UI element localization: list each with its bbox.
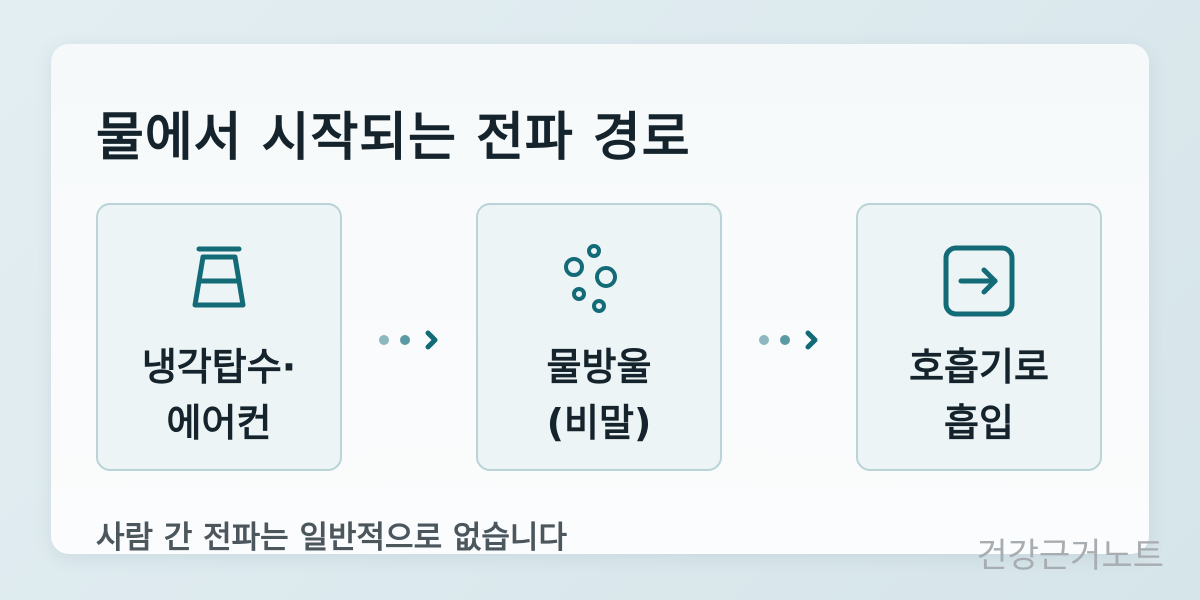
step-label-line2: 흡입 — [944, 401, 1014, 445]
cooling-tower-icon — [192, 246, 246, 308]
footnote: 사람 간 전파는 일반적으로 없습니다 — [96, 520, 567, 556]
step-label: 물방울 (비말) — [478, 339, 720, 451]
step-cooling-tower: 냉각탑수· 에어컨 — [96, 203, 342, 471]
step-label-line1: 호흡기로 — [909, 345, 1049, 389]
step-inhalation: 호흡기로 흡입 — [856, 203, 1102, 471]
step-label: 호흡기로 흡입 — [858, 339, 1100, 451]
step-label-line1: 냉각탑수· — [141, 345, 297, 389]
dots-arrow-icon — [379, 330, 438, 350]
dots-arrow-icon — [759, 330, 818, 350]
watermark: 건강근거노트 — [976, 536, 1164, 576]
arrow-in-box-icon — [943, 245, 1015, 317]
step-label-line2: (비말) — [546, 401, 652, 445]
step-droplets: 물방울 (비말) — [476, 203, 722, 471]
droplets-icon — [564, 244, 617, 313]
page-title: 물에서 시작되는 전파 경로 — [96, 108, 691, 168]
step-label: 냉각탑수· 에어컨 — [98, 339, 340, 451]
step-label-line2: 에어컨 — [166, 401, 272, 445]
step-label-line1: 물방울 — [546, 345, 652, 389]
